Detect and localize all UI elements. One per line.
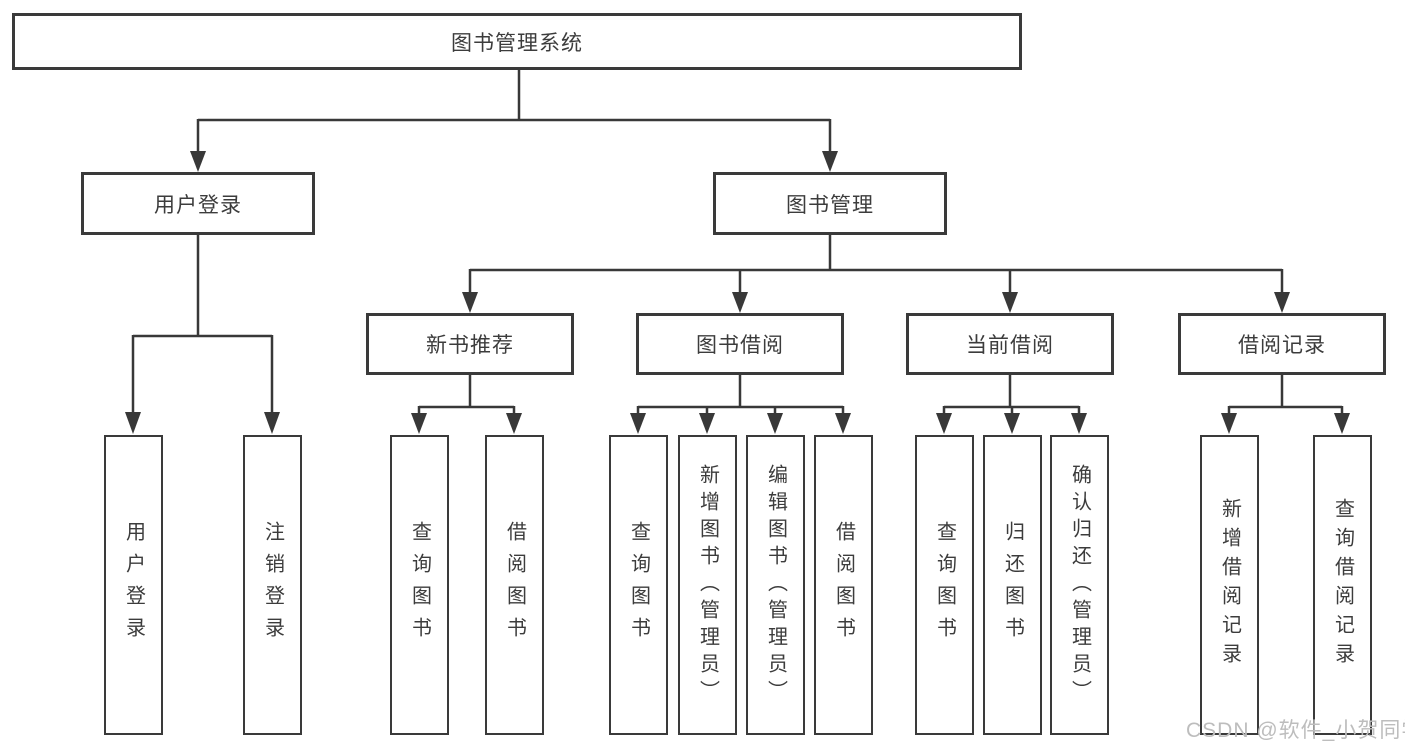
node-label: 查询图书 [933,521,956,649]
node-label: 图书管理系统 [451,31,583,55]
node-label: 新书推荐 [426,334,514,357]
node-leaf-borrow-books-recommend: 借阅图书 [485,435,544,735]
node-borrow-records: 借阅记录 [1178,313,1386,375]
node-label: 当前借阅 [966,334,1054,357]
node-user-login: 用户登录 [81,172,315,235]
node-label: 查询图书 [627,521,650,649]
node-label: 图书借阅 [696,334,784,357]
node-leaf-confirm-return-admin: 确认归还（管理员） [1050,435,1109,735]
node-leaf-borrow-books-borrow: 借阅图书 [814,435,873,735]
node-label: 借阅图书 [832,521,855,649]
node-label: 确认归还（管理员） [1068,463,1091,707]
node-leaf-edit-books-admin: 编辑图书（管理员） [746,435,805,735]
node-label: 注销登录 [261,521,284,649]
node-label: 新增图书（管理员） [696,463,719,707]
node-label: 用户登录 [154,193,242,217]
node-leaf-query-books-recommend: 查询图书 [390,435,449,735]
node-label: 新增借阅记录 [1218,498,1241,672]
node-label: 归还图书 [1001,521,1024,649]
watermark: CSDN @软件_小贺同学 [1186,719,1405,742]
node-leaf-add-books-admin: 新增图书（管理员） [678,435,737,735]
node-label: 借阅记录 [1238,334,1326,357]
node-leaf-query-books-borrow: 查询图书 [609,435,668,735]
node-leaf-query-books-current: 查询图书 [915,435,974,735]
node-book-borrow: 图书借阅 [636,313,844,375]
node-book-management: 图书管理 [713,172,947,235]
node-label: 查询借阅记录 [1331,498,1354,672]
node-leaf-user-login: 用户登录 [104,435,163,735]
node-label: 编辑图书（管理员） [764,463,787,707]
node-label: 查询图书 [408,521,431,649]
node-leaf-add-borrow-record: 新增借阅记录 [1200,435,1259,735]
node-leaf-return-books: 归还图书 [983,435,1042,735]
node-leaf-query-borrow-record: 查询借阅记录 [1313,435,1372,735]
node-label: 图书管理 [786,193,874,217]
node-current-borrow: 当前借阅 [906,313,1114,375]
node-new-book-recommend: 新书推荐 [366,313,574,375]
node-root: 图书管理系统 [12,13,1022,70]
node-label: 借阅图书 [503,521,526,649]
node-leaf-logout: 注销登录 [243,435,302,735]
node-label: 用户登录 [122,521,145,649]
